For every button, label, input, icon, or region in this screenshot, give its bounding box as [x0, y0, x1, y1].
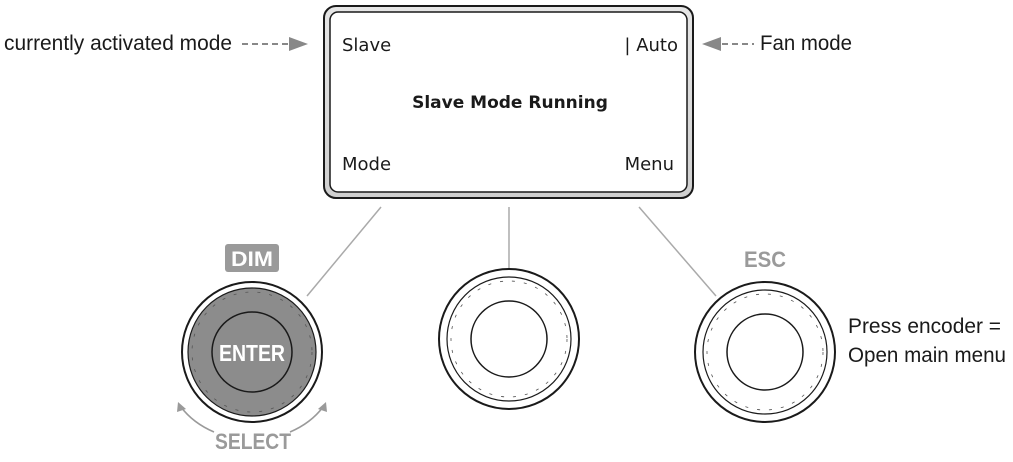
leader-lines — [306, 206, 717, 297]
enter-label: ENTER — [219, 340, 285, 366]
fan-mode-label: Fan mode — [760, 32, 852, 55]
display-status-message: Slave Mode Running — [412, 93, 608, 113]
display-menu-softkey: Menu — [625, 154, 674, 175]
lcd-display: Slave | Auto Slave Mode Running Mode Men… — [323, 5, 694, 199]
press-encoder-note-line1: Press encoder = — [848, 315, 1001, 338]
arrow-right-icon — [242, 37, 308, 51]
current-mode-label: currently activated mode — [4, 32, 232, 55]
arrow-left-icon — [702, 37, 754, 51]
display-mode-softkey: Mode — [342, 154, 391, 175]
middle-encoder-knob[interactable] — [438, 268, 580, 410]
press-encoder-note-line2: Open main menu — [848, 344, 1006, 367]
display-mode-indicator: Slave — [342, 35, 391, 56]
display-fan-indicator: | Auto — [624, 35, 678, 56]
select-label: SELECT — [215, 429, 291, 454]
enter-encoder-knob[interactable]: ENTER — [181, 281, 323, 423]
esc-label: ESC — [744, 247, 786, 272]
rotate-right-arrowhead-icon — [318, 402, 327, 412]
dim-badge: DIM — [225, 244, 279, 272]
esc-encoder-knob[interactable] — [694, 281, 836, 423]
rotate-left-arrowhead-icon — [177, 402, 186, 412]
dim-label: DIM — [231, 248, 273, 271]
